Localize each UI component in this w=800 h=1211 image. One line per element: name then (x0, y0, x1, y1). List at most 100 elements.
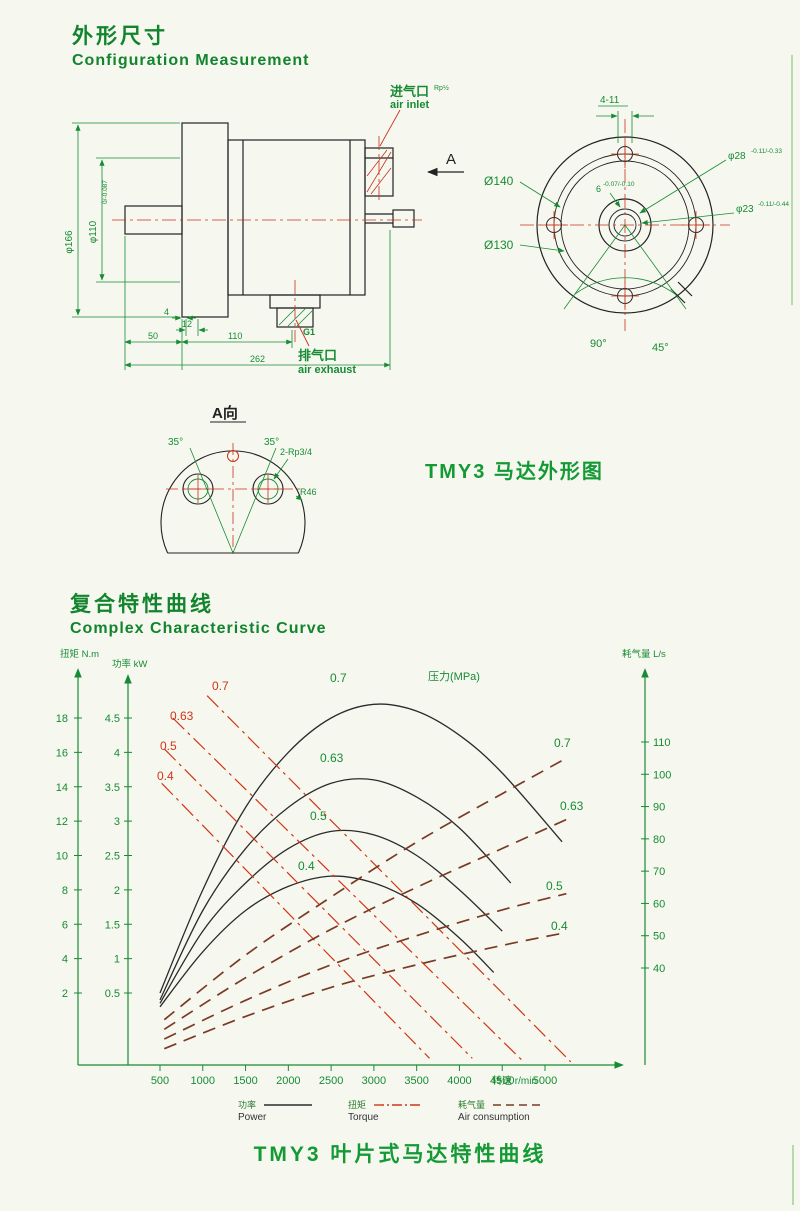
scan-artifact-line (791, 55, 793, 305)
dim-262: 262 (250, 354, 265, 364)
power-curve-0.63 (159, 778, 512, 1001)
power-axis-title: 功率 kW (112, 658, 147, 670)
torque-line-label: 0.5 (160, 739, 177, 753)
dim-phi28-tol: -0.11/-0.33 (751, 148, 782, 155)
x-tick-label: 1500 (233, 1075, 257, 1087)
air-curve-0.5 (163, 892, 567, 1040)
power-tick-label: 3 (114, 816, 120, 828)
power-curve-0.5 (159, 829, 503, 1004)
dim-phi28: φ28 (728, 151, 746, 162)
angle-35-left: 35° (168, 437, 183, 448)
torque-tick-label: 14 (56, 782, 68, 794)
dim-phi23-tol: -0.11/-0.44 (758, 201, 789, 208)
motor-outline (124, 122, 415, 328)
angle-45: 45° (652, 342, 669, 354)
legend-torque-en: Torque (348, 1112, 379, 1123)
air-inlet-cn: 进气口 (390, 84, 429, 99)
section2-title-en: Complex Characteristic Curve (70, 620, 327, 637)
chart-legend: 功率 Power 扭矩 Torque 耗气量 A (238, 1098, 543, 1123)
angle-90: 90° (590, 338, 607, 350)
section1-title-cn: 外形尺寸 (72, 25, 168, 48)
air-tick-label: 110 (653, 737, 671, 749)
section2-header: 复合特性曲线 Complex Characteristic Curve (70, 588, 327, 638)
section1-title-en: Configuration Measurement (72, 52, 310, 69)
dim-d140: Ø140 (484, 174, 514, 188)
dimension-lines (72, 122, 391, 370)
x-tick-label: 2500 (319, 1075, 343, 1087)
torque-line-0.63 (172, 717, 525, 1063)
legend-power: 功率 Power (238, 1098, 314, 1123)
air-tick-label: 70 (653, 866, 665, 878)
legend-air-line-sample (493, 1103, 542, 1106)
dim-phi110-tol: 0/-0.087 (102, 180, 109, 204)
torque-axis-title: 扭矩 N.m (60, 648, 99, 660)
legend-power-cn: 功率 (238, 1100, 257, 1110)
torque-tick-label: 18 (56, 713, 68, 725)
power-tick-label: 1 (114, 954, 120, 966)
legend-torque-line-sample (374, 1103, 423, 1106)
power-tick-label: 2 (114, 885, 120, 897)
x-tick-label: 3000 (362, 1075, 386, 1087)
air-curve-label: 0.63 (560, 799, 584, 813)
center-lines (166, 443, 300, 555)
air-curve-label: 0.7 (554, 736, 571, 750)
legend-power-line-sample (264, 1103, 313, 1106)
center-lines (112, 136, 422, 342)
power-tick-label: 3.5 (105, 782, 120, 794)
power-tick-label: 1.5 (105, 919, 120, 931)
x-tick-label: 500 (151, 1075, 169, 1087)
exhaust-hatch (278, 307, 313, 327)
air-curve-label: 0.4 (551, 919, 568, 933)
power-curve-0.4 (159, 875, 495, 1008)
label-leaders (295, 109, 401, 347)
scan-artifact-line (792, 1145, 794, 1205)
power-tick-label: 0.5 (105, 988, 120, 1000)
torque-line-label: 0.4 (157, 769, 174, 783)
power-tick-label: 4.5 (105, 713, 120, 725)
dim-phi166: φ166 (64, 230, 75, 254)
power-tick-label: 2.5 (105, 851, 120, 863)
torque-tick-label: 2 (62, 988, 68, 1000)
a-view-drawing: A向 35° 35° 2-Rp3/4 R46 (160, 404, 317, 555)
view-a-label: A (446, 151, 456, 168)
air-tick-label: 60 (653, 898, 665, 910)
power-curve-label: 0.7 (330, 671, 347, 685)
dim-r46: R46 (300, 487, 317, 497)
chart-caption: TMY3 叶片式马达特性曲线 (253, 1143, 547, 1166)
x-axis-title: 转速 r/min (492, 1074, 537, 1087)
torque-line-label: 0.63 (170, 709, 194, 723)
air-tick-label: 40 (653, 963, 665, 975)
x-tick-label: 2000 (276, 1075, 300, 1087)
torque-tick-label: 12 (56, 816, 68, 828)
air-curve-label: 0.5 (546, 879, 563, 893)
dim-50: 50 (148, 331, 158, 341)
x-tick-label: 1000 (191, 1075, 215, 1087)
power-curve-label: 0.63 (320, 751, 344, 765)
x-tick-label: 5000 (533, 1075, 557, 1087)
thread-g1: G1 (303, 327, 315, 337)
dimension-lines (189, 447, 303, 554)
air-exhaust-en: air exhaust (298, 364, 356, 376)
dim-110: 110 (228, 331, 242, 341)
dim-phi23: φ23 (736, 204, 754, 215)
torque-line-label: 0.7 (212, 679, 229, 693)
torque-tick-label: 10 (56, 851, 68, 863)
air-inlet-en: air inlet (390, 99, 429, 111)
torque-tick-label: 6 (62, 919, 68, 931)
air-tick-label: 100 (653, 769, 671, 781)
side-view-drawing: A φ166 φ110 0/-0.087 4 12 50 110 262 G1 … (64, 84, 464, 376)
torque-tick-label: 8 (62, 885, 68, 897)
dimension-texts: φ166 φ110 0/-0.087 4 12 50 110 262 G1 排气… (64, 84, 449, 376)
angle-35-right: 35° (264, 437, 279, 448)
torque-line-0.7 (206, 695, 572, 1063)
dim-4: 4 (164, 307, 169, 317)
air-inlet-note: Rp½ (434, 84, 449, 92)
air-curve-0.7 (163, 757, 567, 1021)
legend-torque: 扭矩 Torque (348, 1098, 424, 1123)
section2-title-cn: 复合特性曲线 (70, 593, 214, 616)
air-axis-title: 耗气量 L/s (622, 648, 666, 660)
legend-air-en: Air consumption (458, 1112, 530, 1123)
legend-power-en: Power (238, 1112, 267, 1123)
